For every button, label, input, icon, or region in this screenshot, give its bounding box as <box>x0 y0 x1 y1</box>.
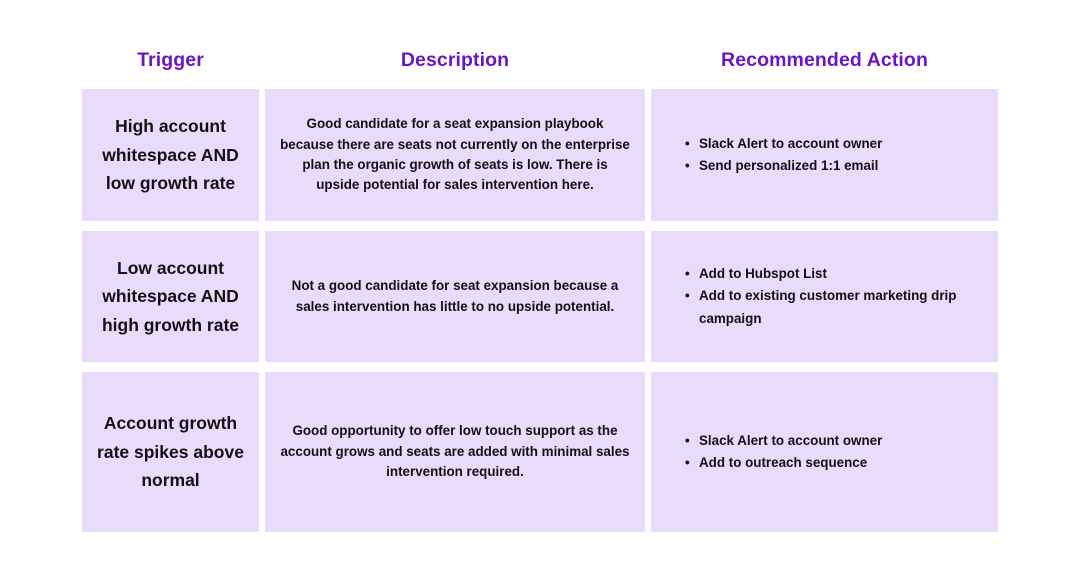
bullet-icon: • <box>685 135 690 151</box>
description-text: Good candidate for a seat expansion play… <box>280 116 630 193</box>
list-item: • Send personalized 1:1 email <box>685 155 882 177</box>
table-row: High account whitespace AND low growth r… <box>82 89 998 221</box>
bullet-icon: • <box>685 266 690 282</box>
action-list: • Add to Hubspot List • Add to existing cu… <box>669 263 988 329</box>
description-cell: Good candidate for a seat expansion play… <box>265 89 645 221</box>
recommended-action-cell: • Add to Hubspot List • Add to existing cu… <box>651 231 998 362</box>
table-header-row: Trigger Description Recommended Action <box>82 44 998 78</box>
list-item: • Add to Hubspot List <box>685 263 988 285</box>
column-header-trigger: Trigger <box>137 49 204 72</box>
trigger-text: Low account whitespace AND high growth r… <box>101 257 240 335</box>
list-item-label: Add to outreach sequence <box>699 455 868 470</box>
column-header-description: Description <box>400 49 510 72</box>
action-list: • Slack Alert to account owner • Send pers… <box>669 133 882 177</box>
list-item: • Slack Alert to account owner <box>685 430 882 452</box>
trigger-cell: High account whitespace AND low growth r… <box>82 89 259 221</box>
description-text: Good opportunity to offer low touch supp… <box>280 423 630 480</box>
list-item-label: Slack Alert to account owner <box>699 135 883 151</box>
list-item-label: Send personalized 1:1 email <box>699 158 879 173</box>
bullet-icon: • <box>685 288 690 304</box>
table-row: Low account whitespace AND high growth r… <box>82 231 998 362</box>
trigger-text: High account whitespace AND low growth r… <box>102 116 239 194</box>
recommended-action-cell: • Slack Alert to account owner • Send pers… <box>651 89 998 221</box>
description-text: Not a good candidate for seat expansion … <box>291 278 619 314</box>
list-item-label: Slack Alert to account owner <box>699 432 883 448</box>
bullet-icon: • <box>685 158 690 173</box>
list-item: • Add to outreach sequence <box>685 452 882 474</box>
list-item: • Slack Alert to account owner <box>685 133 882 155</box>
trigger-cell: Account growth rate spikes above normal <box>82 372 259 532</box>
description-cell: Good opportunity to offer low touch supp… <box>265 372 645 532</box>
table-body: High account whitespace AND low growth r… <box>82 89 998 532</box>
table-row: Account growth rate spikes above normal … <box>82 372 998 532</box>
trigger-cell: Low account whitespace AND high growth r… <box>82 231 259 362</box>
list-item: • Add to existing customer marketing drip… <box>685 285 988 329</box>
column-header-recommended-action: Recommended Action <box>721 49 928 72</box>
bullet-icon: • <box>685 432 690 448</box>
list-item-label: Add to existing customer marketing drip … <box>699 288 957 326</box>
description-cell: Not a good candidate for seat expansion … <box>265 231 645 362</box>
list-item-label: Add to Hubspot List <box>699 266 827 282</box>
bullet-icon: • <box>685 455 690 470</box>
trigger-text: Account growth rate spikes above normal <box>97 413 244 491</box>
action-list: • Slack Alert to account owner • Add to ou… <box>669 430 882 474</box>
recommended-action-cell: • Slack Alert to account owner • Add to ou… <box>651 372 998 532</box>
